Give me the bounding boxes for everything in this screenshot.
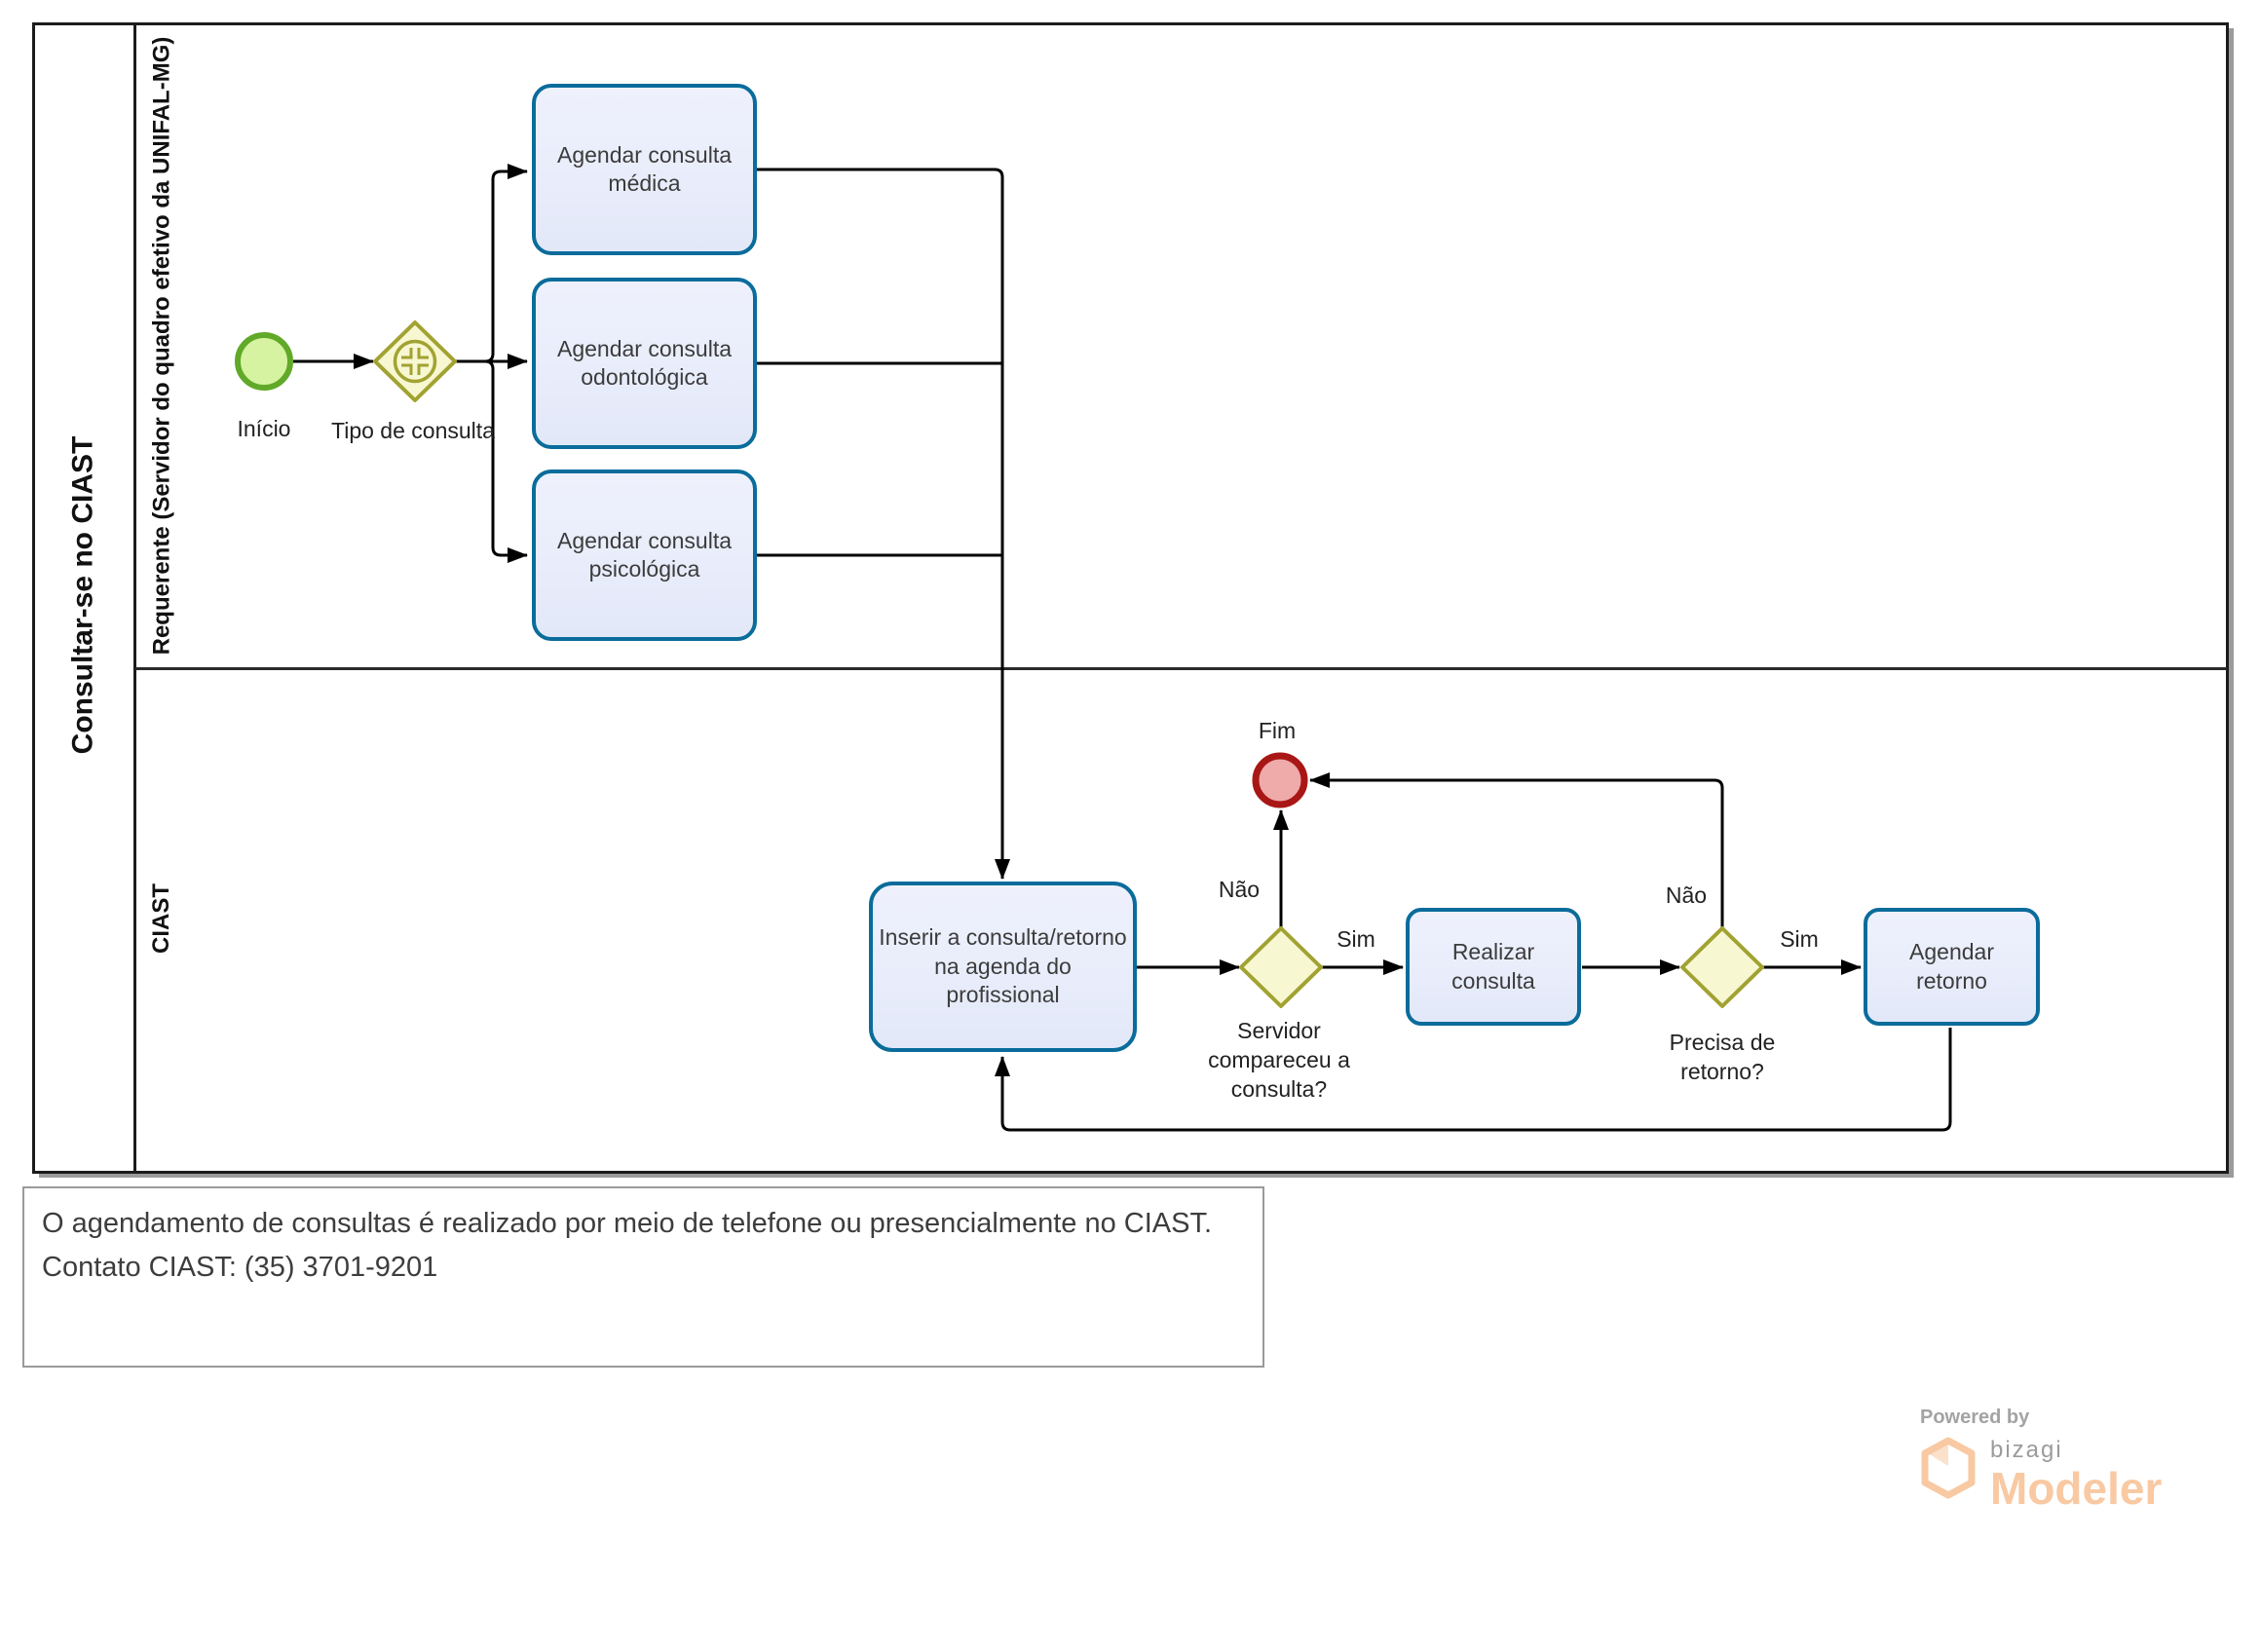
lane-divider bbox=[135, 667, 2227, 670]
task-label: Agendar consulta médica bbox=[556, 141, 732, 196]
end-event-label: Fim bbox=[1258, 718, 1297, 743]
gateway-tipo-label: Tipo de consulta bbox=[331, 418, 495, 443]
gateway-tipo-circle-icon bbox=[393, 339, 437, 384]
start-event-circle bbox=[235, 332, 293, 391]
flow-precisa-nao-to-fim bbox=[1309, 772, 1724, 927]
gateway-compareceu-diamond bbox=[1239, 926, 1323, 1008]
edge-label-compareceu-nao: Não bbox=[1218, 877, 1261, 902]
task-agendar-consulta-odontologica: Agendar consulta odontológica bbox=[532, 278, 757, 449]
task-label: Inserir a consulta/retorno na agenda do … bbox=[879, 924, 1127, 1008]
end-event-circle bbox=[1252, 752, 1308, 808]
powered-by-label: Powered by bbox=[1920, 1407, 2030, 1428]
start-event-label: Início bbox=[237, 416, 291, 441]
flow-medica-to-inserir bbox=[757, 168, 1010, 880]
note-line-1: O agendamento de consultas é realizado p… bbox=[42, 1208, 1213, 1239]
edge-label-compareceu-sim: Sim bbox=[1337, 926, 1375, 952]
task-label: Agendar retorno bbox=[1909, 939, 1994, 994]
gateway-compareceu-label: Servidor compareceu a consulta? bbox=[1208, 1018, 1350, 1102]
task-agendar-retorno: Agendar retorno bbox=[1864, 908, 2040, 1026]
flow-tipo-to-medica bbox=[455, 164, 528, 363]
bizagi-brand-label: bizagi bbox=[1990, 1437, 2063, 1463]
modeler-product-label: Modeler bbox=[1990, 1463, 2163, 1514]
task-label: Agendar consulta odontológica bbox=[556, 335, 732, 390]
annotation-note-box: O agendamento de consultas é realizado p… bbox=[22, 1186, 1264, 1368]
edge-label-precisa-sim: Sim bbox=[1780, 926, 1819, 952]
task-inserir-consulta-agenda: Inserir a consulta/retorno na agenda do … bbox=[869, 882, 1137, 1052]
gateway-precisa-label: Precisa de retorno? bbox=[1669, 1030, 1776, 1084]
task-agendar-consulta-psicologica: Agendar consulta psicológica bbox=[532, 469, 757, 641]
task-label: Agendar consulta psicológica bbox=[556, 527, 732, 582]
note-line-2: Contato CIAST: (35) 3701-9201 bbox=[42, 1251, 438, 1283]
pool-title-divider bbox=[133, 24, 136, 1172]
flow-retorno-to-inserir-loop bbox=[995, 1028, 1952, 1132]
bizagi-hexagon-icon bbox=[1921, 1437, 1976, 1499]
gateway-precisa-diamond bbox=[1680, 926, 1764, 1008]
edge-label-precisa-nao: Não bbox=[1665, 882, 1708, 908]
gateway-tipo-plus-icon bbox=[401, 348, 429, 375]
task-agendar-consulta-medica: Agendar consulta médica bbox=[532, 84, 757, 255]
task-realizar-consulta: Realizar consulta bbox=[1406, 908, 1581, 1026]
bizagi-footer: Powered by bizagi Modeler bbox=[1920, 1407, 2232, 1511]
flow-tipo-to-psicologica bbox=[455, 359, 528, 563]
task-label: Realizar consulta bbox=[1451, 939, 1535, 994]
